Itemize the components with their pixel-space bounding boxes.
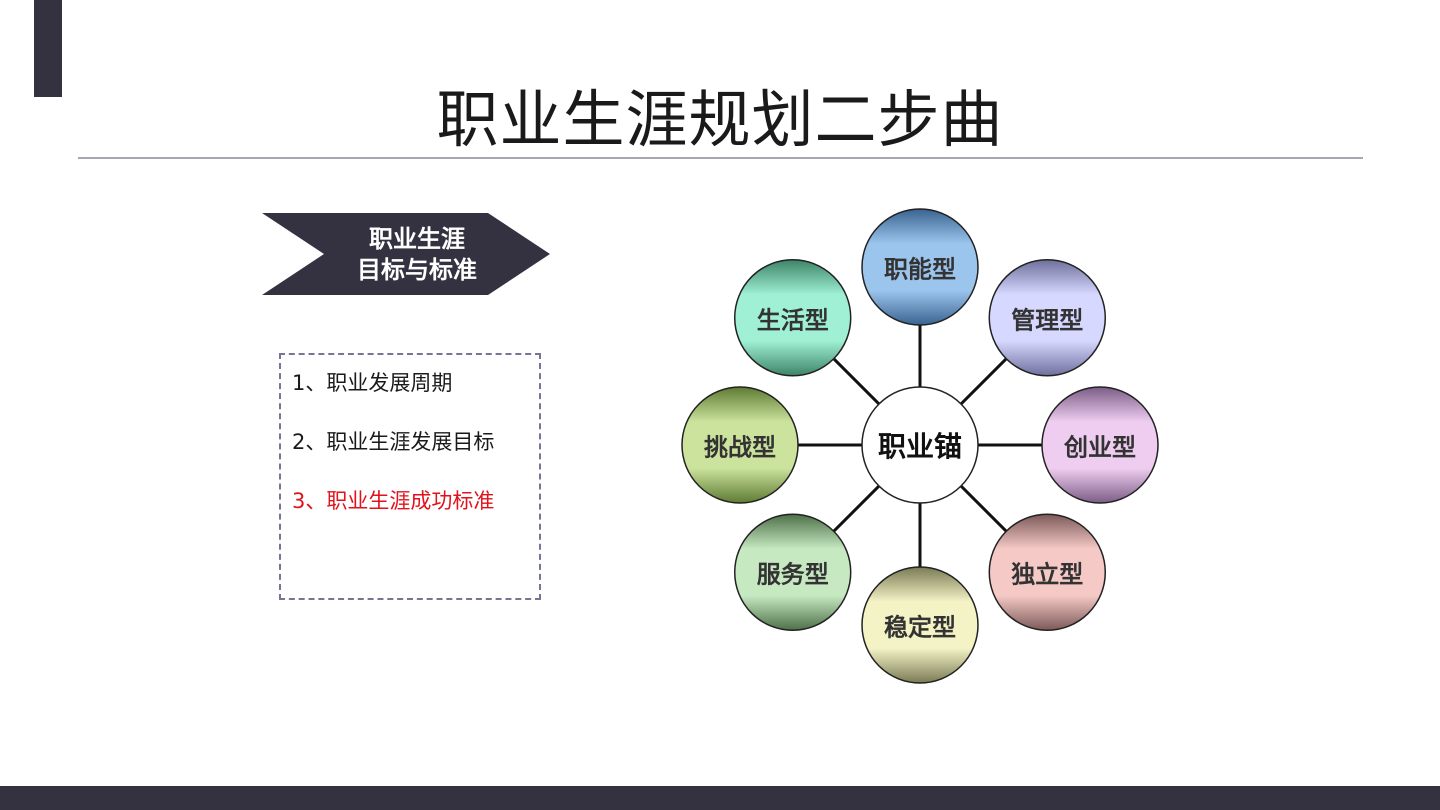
corner-accent-bar [34,0,62,97]
diagram-graphics [681,208,1159,684]
anchor-node-label-8: 生活型 [756,306,829,335]
list-item-3-active: 3、职业生涯成功标准 [292,489,495,513]
anchor-node-label-1: 职能型 [884,255,956,284]
anchor-node-circle-4 [988,513,1107,632]
center-node-circle [861,386,979,504]
chevron-shape [262,213,550,295]
anchor-node-circle-2 [988,258,1107,377]
footer-bar [0,786,1440,810]
anchor-node-label-4: 独立型 [1011,560,1084,589]
anchor-node-circle-6 [733,513,852,632]
anchor-node-label-2: 管理型 [1011,306,1084,335]
anchor-node-label-6: 服务型 [756,560,829,589]
chevron-label-line1: 职业生涯 [369,225,465,253]
anchor-node-circle-3 [1041,386,1159,504]
anchor-node-label-5: 稳定型 [884,613,956,642]
anchor-node-circle-8 [733,258,852,377]
list-item-2: 2、职业生涯发展目标 [292,430,495,454]
page-title: 职业生涯规划二步曲 [436,83,1004,156]
anchor-node-label-3: 创业型 [1064,433,1136,462]
list-item-1: 1、职业发展周期 [292,371,453,395]
anchor-node-circle-7 [681,386,799,504]
topic-list: 1、职业发展周期 2、职业生涯发展目标 3、职业生涯成功标准 [279,353,541,600]
anchor-node-label-7: 挑战型 [704,433,776,462]
title-divider [78,157,1363,159]
section-chevron: 职业生涯 目标与标准 [262,213,550,295]
anchor-node-circle-5 [861,566,979,684]
anchor-node-circle-1 [861,208,979,326]
chevron-label-line2: 目标与标准 [357,256,477,284]
career-anchor-diagram: 职能型管理型创业型独立型稳定型 服务型 挑战型 生活型职业锚 [660,190,1180,700]
chevron-label: 职业生涯 目标与标准 [322,224,512,286]
center-node-label: 职业锚 [877,430,962,463]
